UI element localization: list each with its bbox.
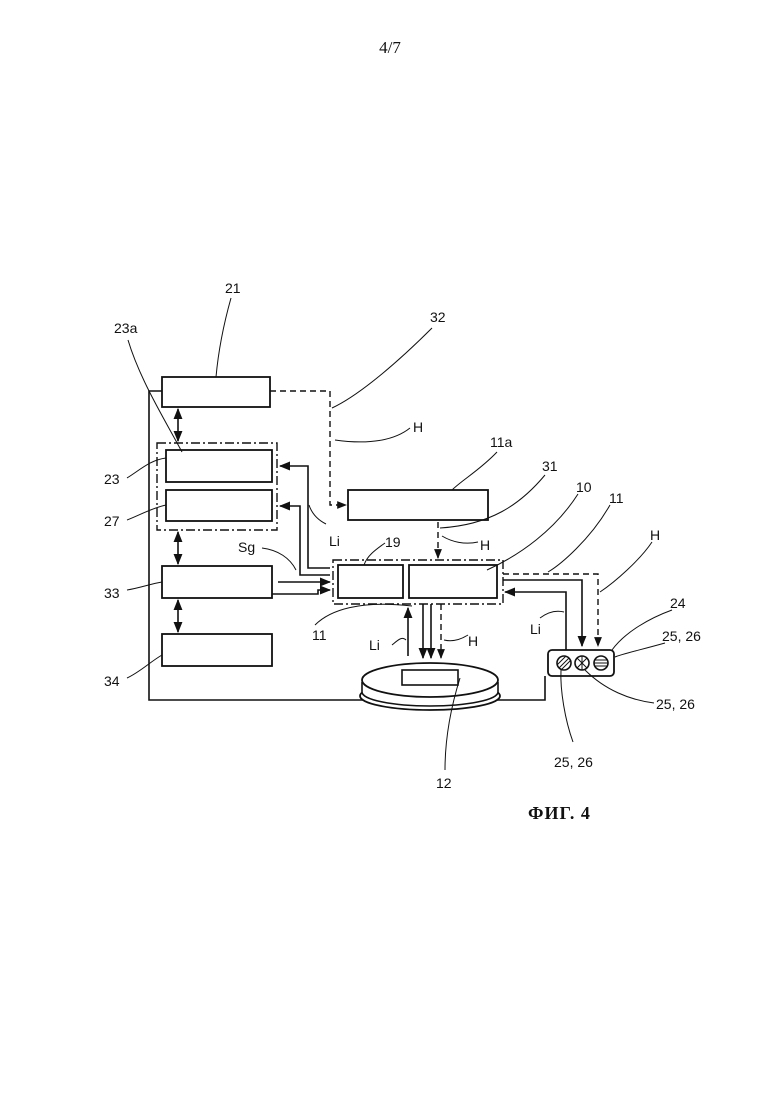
- block-10: [409, 565, 497, 598]
- block-21: [162, 377, 270, 407]
- label-11-bot: 11: [312, 627, 327, 643]
- label-H3: H: [468, 633, 478, 649]
- label-12: 12: [436, 775, 452, 791]
- label-H1: H: [413, 419, 423, 435]
- leader-2526c: [561, 670, 573, 742]
- leader-11-top: [548, 505, 610, 572]
- label-31: 31: [542, 458, 558, 474]
- label-27: 27: [104, 513, 120, 529]
- li-line-23: [280, 466, 330, 568]
- leader-Li3: [540, 611, 564, 618]
- leader-33: [127, 582, 162, 590]
- leader-21: [216, 298, 231, 377]
- h-line-10-24: [503, 574, 598, 646]
- leader-27: [127, 505, 166, 520]
- label-11a: 11a: [490, 434, 513, 450]
- label-10: 10: [576, 479, 592, 495]
- block-27: [166, 490, 272, 521]
- leader-Li2: [392, 638, 406, 645]
- li-line-27: [280, 506, 330, 575]
- leader-11a: [452, 452, 497, 490]
- leader-H1: [335, 428, 410, 442]
- block-23a: [166, 450, 272, 482]
- label-Sg: Sg: [238, 539, 255, 555]
- label-Li1: Li: [329, 533, 340, 549]
- label-Li3: Li: [530, 621, 541, 637]
- label-H2: H: [480, 537, 490, 553]
- leader-10: [487, 494, 578, 570]
- block-33: [162, 566, 272, 598]
- label-2526b: 25, 26: [656, 696, 695, 712]
- leader-11-bot: [315, 604, 412, 625]
- leader-23: [127, 458, 166, 478]
- leader-19: [364, 543, 385, 565]
- label-24: 24: [670, 595, 686, 611]
- label-32: 32: [430, 309, 446, 325]
- leader-34: [127, 655, 162, 678]
- leader-H-right: [600, 542, 652, 592]
- label-33: 33: [104, 585, 120, 601]
- label-11-top: 11: [609, 490, 624, 506]
- leader-Li: [309, 505, 326, 524]
- label-2526c: 25, 26: [554, 754, 593, 770]
- block-11a: [348, 490, 488, 520]
- label-34: 34: [104, 673, 120, 689]
- leader-H2: [444, 635, 468, 641]
- line-33-10: [272, 590, 330, 594]
- label-H-right: H: [650, 527, 660, 543]
- label-23: 23: [104, 471, 120, 487]
- line-10-24: [503, 580, 582, 646]
- leader-2526a: [615, 643, 665, 657]
- block-34: [162, 634, 272, 666]
- object-on-turntable: [402, 670, 458, 685]
- label-Li2: Li: [369, 637, 380, 653]
- label-21: 21: [225, 280, 241, 296]
- leader-32: [332, 328, 432, 408]
- label-2526a: 25, 26: [662, 628, 701, 644]
- label-23a: 23a: [114, 320, 138, 336]
- leader-H2b: [442, 536, 478, 543]
- label-19: 19: [385, 534, 401, 550]
- block-19: [338, 565, 403, 598]
- figure-caption: ФИГ. 4: [528, 803, 591, 824]
